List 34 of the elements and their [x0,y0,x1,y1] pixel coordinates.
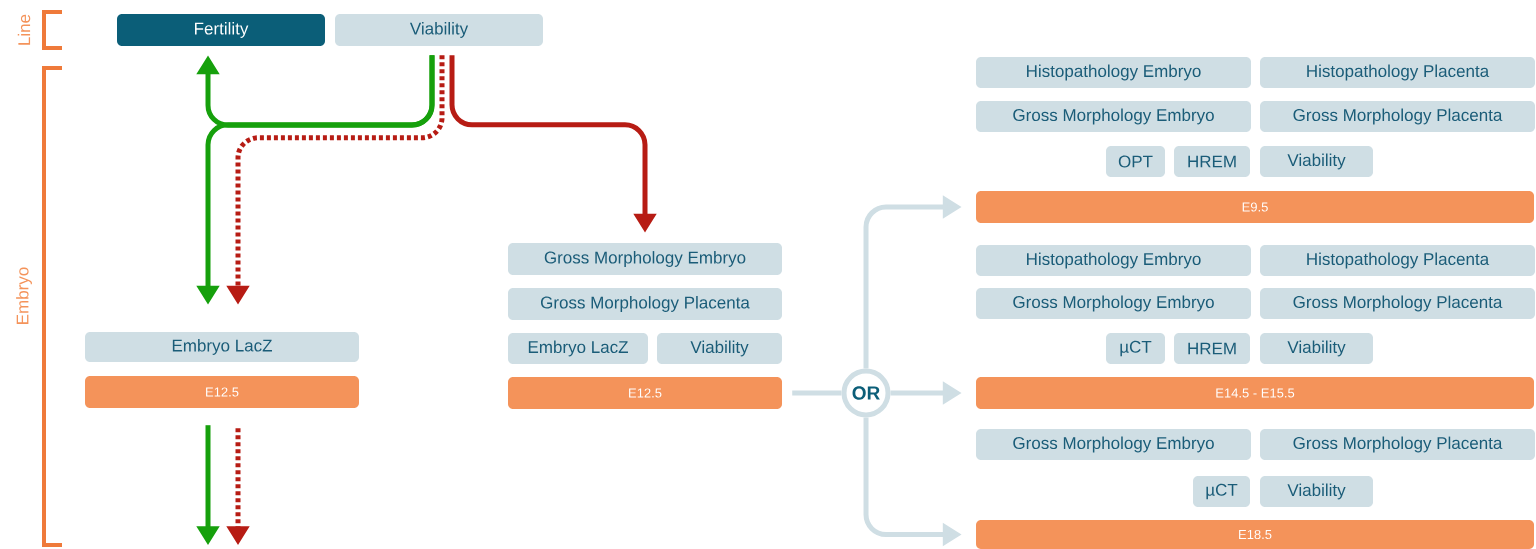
test-box: Gross Morphology Embryo [976,101,1251,132]
test-box: Gross Morphology Placenta [1260,429,1535,460]
test-box: µCT [1193,476,1250,507]
test-box: Viability [657,333,782,364]
highlighted-box: Fertility [117,14,325,46]
connector-line [792,390,842,396]
side-label: Line [17,14,31,45]
test-box: Viability [1260,333,1373,364]
test-box: Embryo LacZ [508,333,648,364]
test-box: Histopathology Placenta [1260,245,1535,276]
stage-bar: E18.5 [976,520,1534,549]
stage-bar: E14.5 - E15.5 [976,377,1534,409]
stage-bar: E9.5 [976,191,1534,223]
test-box: Gross Morphology Embryo [976,429,1251,460]
test-box: Viability [335,14,543,46]
test-box: Gross Morphology Embryo [976,288,1251,319]
test-box: HREM [1174,333,1250,364]
test-box: Gross Morphology Placenta [1260,101,1535,132]
test-box: OPT [1106,146,1165,177]
test-box: Histopathology Placenta [1260,57,1535,88]
test-box: HREM [1174,146,1250,177]
test-box: Gross Morphology Placenta [1260,288,1535,319]
test-box: Viability [1260,146,1373,177]
arrow [196,55,435,128]
test-box: Histopathology Embryo [976,245,1251,276]
test-box: Embryo LacZ [85,332,359,362]
test-box: µCT [1106,333,1165,364]
side-label: Embryo [16,267,32,324]
test-box: Viability [1260,476,1373,507]
test-box: Gross Morphology Embryo [508,243,782,275]
test-box: Gross Morphology Placenta [508,288,782,320]
test-box: Histopathology Embryo [976,57,1251,88]
stage-bar: E12.5 [85,376,359,408]
stage-bar: E12.5 [508,377,782,409]
